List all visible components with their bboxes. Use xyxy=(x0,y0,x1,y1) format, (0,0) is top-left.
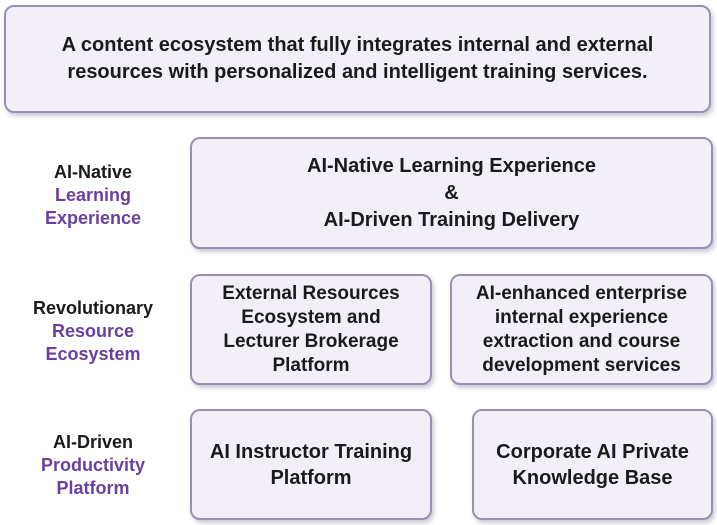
learning-experience-box: AI-Native Learning Experience & AI-Drive… xyxy=(190,137,713,249)
instructor-training-line-1: AI Instructor Training xyxy=(209,440,413,463)
vision-line-2: resources with personalized and intellig… xyxy=(67,61,648,83)
learning-experience-line-3: AI-Driven Training Delivery xyxy=(323,208,580,231)
learning-experience-line-1: AI-Native Learning Experience xyxy=(307,154,596,177)
knowledge-base-line-2: Knowledge Base xyxy=(512,466,673,489)
row-label-productivity-line-3: Platform xyxy=(56,478,130,498)
vision-statement-box: A content ecosystem that fully integrate… xyxy=(4,5,711,113)
instructor-training-box: AI Instructor Training Platform xyxy=(190,409,432,520)
enterprise-experience-line-4: development services xyxy=(482,354,681,376)
row-label-ai-native-line-3: Experience xyxy=(44,208,142,228)
row-label-resource-line-1: Revolutionary xyxy=(32,298,154,318)
external-resources-line-4: Platform xyxy=(272,354,350,376)
instructor-training-line-2: Platform xyxy=(270,466,352,489)
knowledge-base-box: Corporate AI Private Knowledge Base xyxy=(472,409,713,520)
row-label-ai-native: AI-Native Learning Experience xyxy=(0,161,186,230)
enterprise-experience-box: AI-enhanced enterprise internal experien… xyxy=(450,274,713,385)
row-label-resource-line-2: Resource xyxy=(51,321,135,341)
external-resources-line-2: Ecosystem and xyxy=(241,306,381,328)
enterprise-experience-line-1: AI-enhanced enterprise xyxy=(475,282,688,304)
row-label-productivity-platform: AI-Driven Productivity Platform xyxy=(0,431,186,500)
row-label-productivity-line-2: Productivity xyxy=(40,455,146,475)
vision-line-1: A content ecosystem that fully integrate… xyxy=(61,34,654,56)
row-label-resource-line-3: Ecosystem xyxy=(45,344,141,364)
external-resources-box: External Resources Ecosystem and Lecture… xyxy=(190,274,432,385)
enterprise-experience-line-2: internal experience xyxy=(494,306,669,328)
row-label-resource-ecosystem: Revolutionary Resource Ecosystem xyxy=(0,297,186,366)
knowledge-base-line-1: Corporate AI Private xyxy=(496,440,689,463)
external-resources-line-1: External Resources xyxy=(222,282,400,304)
enterprise-experience-line-3: extraction and course xyxy=(482,330,681,352)
row-label-ai-native-line-2: Learning xyxy=(54,185,131,205)
row-label-ai-native-line-1: AI-Native xyxy=(53,162,133,182)
external-resources-line-3: Lecturer Brokerage xyxy=(223,330,399,352)
learning-experience-line-2: & xyxy=(444,181,459,204)
row-label-productivity-line-1: AI-Driven xyxy=(52,432,133,452)
